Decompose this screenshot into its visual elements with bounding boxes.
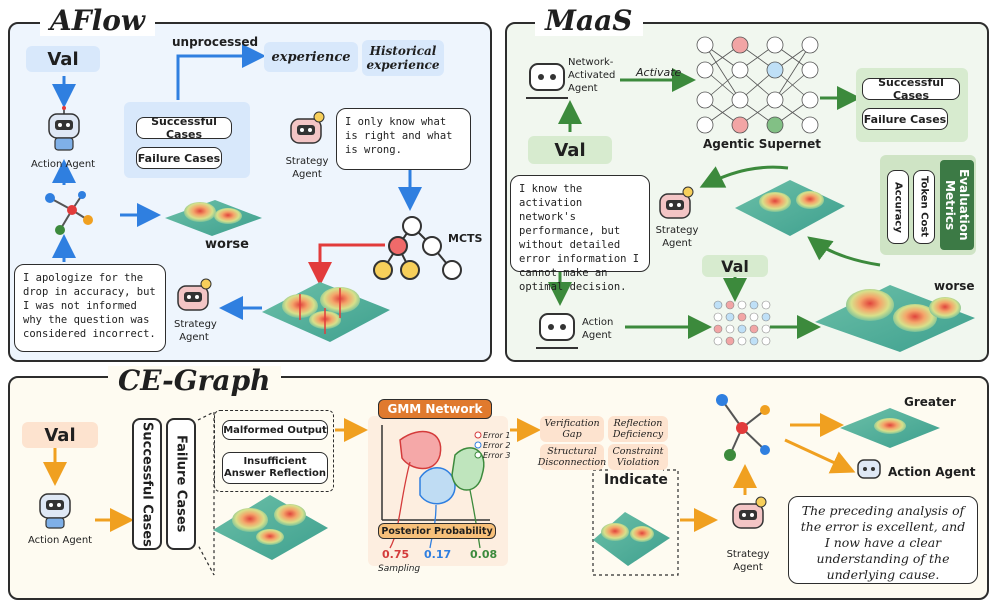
aflow-terrain-worse: [165, 200, 262, 236]
ce-failure-detail-box: [214, 410, 334, 492]
maas-strategy-bubble: I know the activation network's performa…: [510, 175, 650, 293]
aflow-failure-cases: Failure Cases: [136, 147, 222, 169]
error-2-legend: Error 2: [483, 441, 511, 450]
ce-tree-icon: [716, 394, 770, 461]
ce-graph-title: CE-Graph: [108, 366, 281, 396]
robot-icon: [290, 111, 325, 144]
probability-error-3: 0.08: [470, 548, 498, 561]
ce-terrain-greater: [840, 408, 940, 448]
accuracy-metric: Accuracy: [887, 170, 909, 244]
robot-icon: [39, 493, 71, 529]
maas-network-icon: [713, 300, 771, 346]
indicate-label: Indicate: [604, 472, 668, 488]
insufficient-answer-reflection: Insufficient Answer Reflection: [222, 452, 328, 484]
structural-disconnection: Structural Disconnection: [537, 444, 607, 470]
activate-label: Activate: [636, 66, 682, 79]
robot-icon: [526, 63, 568, 99]
maas-strategy-agent-label: Strategy Agent: [655, 225, 699, 249]
reflection-deficiency: Reflection Deficiency: [608, 416, 668, 442]
aflow-apology-bubble: I apologize for the drop in accuracy, bu…: [14, 264, 166, 352]
ce-terrain-failure: [213, 495, 328, 560]
robot-icon: [857, 459, 881, 479]
aflow-strategy-agent-label: Strategy Agent: [285, 156, 329, 180]
maas-failure-cases: Failure Cases: [862, 108, 948, 130]
ce-strategy-bubble: The preceding analysis of the error is e…: [788, 496, 978, 584]
agentic-supernet-label: Agentic Supernet: [703, 137, 821, 151]
aflow-strategy-agent-label-2: Strategy Agent: [174, 319, 217, 343]
aflow-tree-icon: [45, 191, 93, 235]
robot-icon: [659, 186, 694, 219]
maas-terrain-worse: [815, 285, 975, 352]
maas-val-box: Val: [528, 136, 612, 164]
maas-action-agent-label: Action Agent: [582, 317, 614, 341]
aflow-terrain-bottom: [262, 282, 390, 342]
ce-terrain-indicate: [593, 512, 670, 566]
aflow-worse-label: worse: [205, 237, 249, 252]
token-cost-metric: Token Cost: [913, 170, 935, 244]
experience-box: experience: [264, 42, 358, 72]
network-activated-agent-label: Network-Activated Agent: [568, 57, 616, 94]
ce-successful-cases: Successful Cases: [132, 418, 162, 550]
maas-terrain-middle: [735, 180, 845, 236]
ce-strategy-agent-label: Strategy Agent: [726, 549, 770, 573]
historical-experience-box: Historical experience: [362, 40, 444, 76]
evaluation-metrics-label: Evaluation Metrics: [940, 160, 974, 250]
maas-successful-cases: Successful Cases: [862, 76, 960, 102]
ce-failure-cases: Failure Cases: [166, 418, 196, 550]
robot-icon: [48, 106, 80, 151]
verification-gap: Verification Gap: [540, 416, 604, 442]
mcts-tree-icon: [373, 216, 462, 280]
probability-error-1: 0.75: [382, 548, 410, 561]
greater-label: Greater: [904, 395, 956, 409]
aflow-action-agent-label: Action Agent: [31, 159, 96, 170]
ce-action-agent-label: Action Agent: [28, 535, 93, 546]
robot-icon: [536, 313, 578, 349]
agentic-supernet-icon: [696, 36, 819, 134]
constraint-violation: Constraint Violation: [608, 444, 668, 470]
aflow-val-box: Val: [26, 46, 100, 72]
error-1-legend: Error 1: [483, 431, 511, 440]
sampling-label: Sampling: [378, 564, 421, 574]
gmm-network-label: GMM Network: [378, 399, 492, 419]
ce-val-box: Val: [22, 422, 98, 448]
robot-icon: [732, 496, 767, 529]
maas-worse-label: worse: [934, 279, 975, 293]
maas-val-box-2: Val: [702, 255, 768, 277]
malformed-output: Malformed Output: [222, 420, 328, 440]
unprocessed-label: unprocessed: [172, 35, 259, 49]
robot-icon: [177, 278, 212, 311]
maas-title: MaaS: [535, 6, 643, 36]
posterior-probability-label: Posterior Probability: [378, 523, 496, 539]
probability-error-2: 0.17: [424, 548, 452, 561]
aflow-successful-cases: Successful Cases: [136, 115, 232, 141]
mcts-label: MCTS: [448, 232, 483, 245]
aflow-strategy-bubble: I only know what is right and what is wr…: [336, 108, 471, 170]
aflow-title: AFlow: [40, 6, 156, 36]
ce-action-agent-2-label: Action Agent: [888, 465, 976, 479]
error-3-legend: Error 3: [483, 451, 511, 460]
